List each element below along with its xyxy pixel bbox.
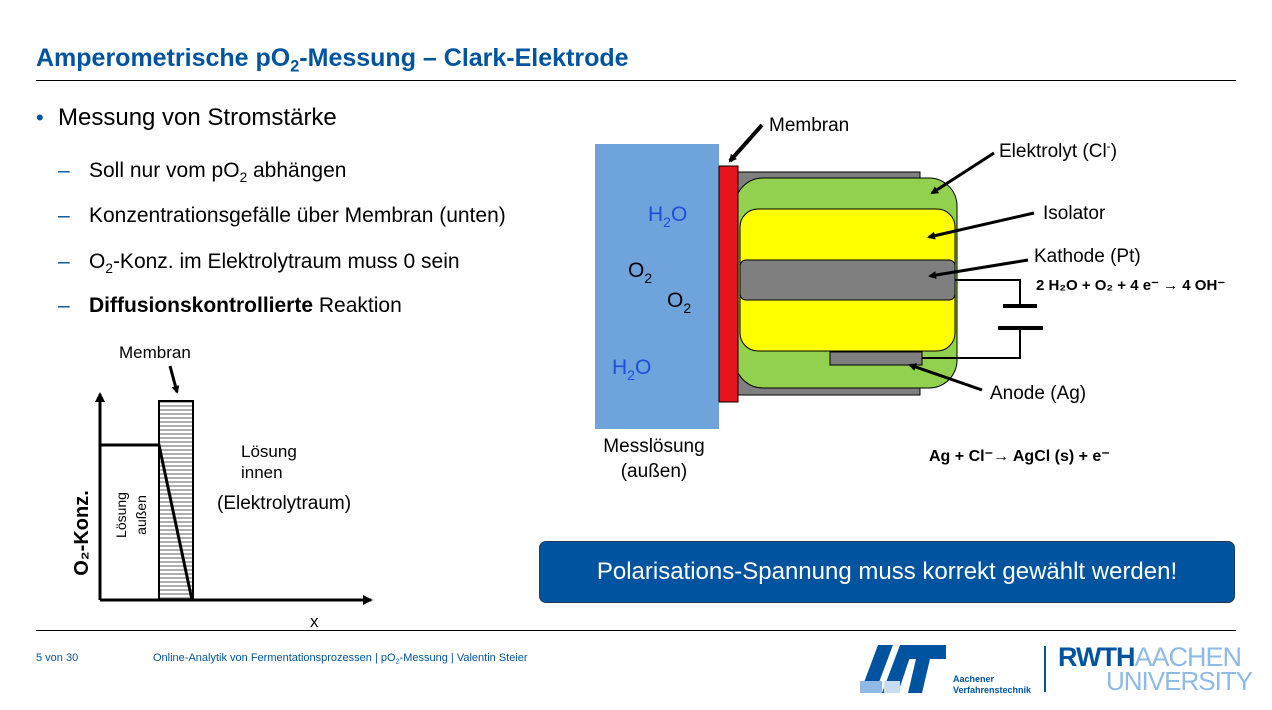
rwth-logo-top: RWTHAACHEN xyxy=(1058,642,1242,672)
messloesung-aussen-label: (außen) xyxy=(621,461,688,482)
elektrolyt-label: Elektrolyt (Cl-) xyxy=(999,139,1117,162)
elektrolytraum-label: (Elektrolytraum) xyxy=(217,493,351,514)
polarization-callout: Polarisations-Spannung muss korrekt gewä… xyxy=(539,541,1235,603)
loesung-aussen-line1: Lösung xyxy=(113,492,129,538)
membrane-zone xyxy=(158,400,194,601)
loesung-innen-line2: innen xyxy=(241,463,283,482)
elektrolyt-arrow xyxy=(930,151,995,195)
isolator-arrow xyxy=(927,211,1035,240)
avt-logo-icon xyxy=(860,645,946,693)
isolator-label: Isolator xyxy=(1043,203,1106,224)
anode-arrow xyxy=(908,363,983,392)
bullet-dot-icon: • xyxy=(36,105,44,130)
o2-label-b: O2 xyxy=(667,289,691,316)
dash-icon: – xyxy=(58,159,70,182)
h2o-bottom-label: H2O xyxy=(612,356,651,383)
messloesung-label: Messlösung xyxy=(603,436,704,457)
dash-icon: – xyxy=(58,204,70,227)
profile-xlabel: x xyxy=(310,612,319,631)
dash-icon: – xyxy=(58,250,70,273)
slide-title: Amperometrische pO2-Messung – Clark-Elek… xyxy=(36,44,629,76)
cathode-wire xyxy=(955,279,1021,305)
kathode-label: Kathode (Pt) xyxy=(1034,246,1141,267)
anode-label: Anode (Ag) xyxy=(990,383,1086,404)
bullet-sub-2: –Konzentrationsgefälle über Membran (unt… xyxy=(58,204,506,227)
profile-ylabel: O₂-Konz. xyxy=(71,490,93,576)
membran-label: Membran xyxy=(769,115,849,136)
concentration-curve xyxy=(100,443,194,601)
kathode-arrow xyxy=(928,258,1029,279)
o2-label-a: O2 xyxy=(628,259,652,286)
membran-arrow xyxy=(728,123,764,163)
dash-icon: – xyxy=(58,294,70,317)
anode-reaction: Ag + Cl⁻→ AgCl (s) + e⁻ xyxy=(929,448,1110,465)
messloesung-solution xyxy=(595,144,719,429)
h2o-top-label: H2O xyxy=(648,203,687,230)
cathode-reaction: 2 H₂O + O₂ + 4 e⁻ → 4 OH⁻ xyxy=(1036,277,1225,294)
bullet-main: •Messung von Stromstärke xyxy=(36,104,337,131)
logo-separator xyxy=(1044,646,1046,692)
page-number: 5 von 30 xyxy=(36,652,79,664)
bullet-sub-3: –O2-Konz. im Elektrolytraum muss 0 sein xyxy=(58,250,460,276)
membrane-pointer-arrow xyxy=(168,365,180,394)
bullet-sub-4: –Diffusionskontrollierte Reaktion xyxy=(58,294,402,317)
title-divider xyxy=(36,80,1236,81)
bullet-sub-1: –Soll nur vom pO2 abhängen xyxy=(58,159,347,185)
anode-wire xyxy=(922,330,1021,359)
loesung-innen-line1: Lösung xyxy=(241,442,297,461)
rwth-logo-university: UNIVERSITY xyxy=(1106,666,1253,696)
profile-membran-label: Membran xyxy=(119,343,191,362)
footer-divider xyxy=(36,630,1236,631)
footer-info: Online-Analytik von Fermentationsprozess… xyxy=(153,652,528,666)
loesung-aussen-line2: außen xyxy=(133,495,149,535)
membrane xyxy=(718,165,739,403)
